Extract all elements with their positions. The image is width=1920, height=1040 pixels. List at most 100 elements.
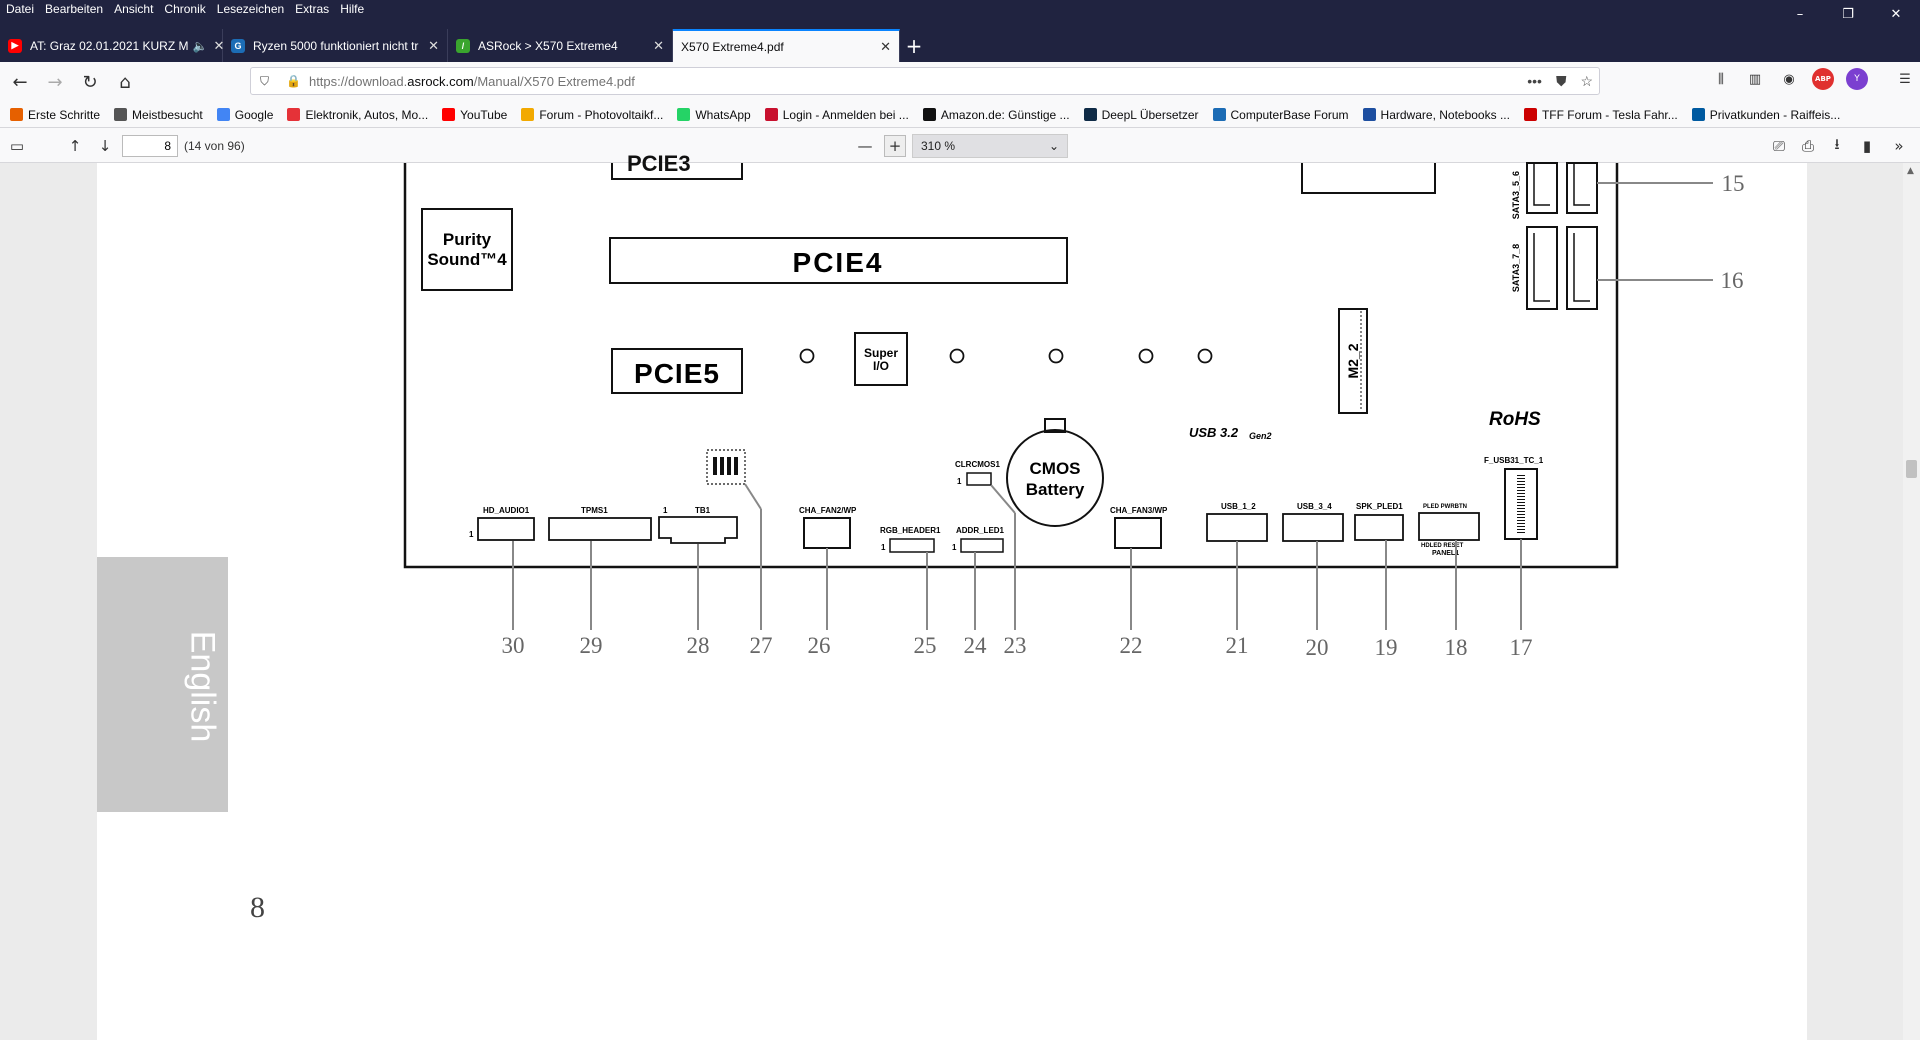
rohs-logo: RoHS [1489, 409, 1541, 430]
bookmark-item[interactable]: TFF Forum - Tesla Fahr... [1523, 107, 1678, 122]
url-prefix: https://download. [308, 73, 408, 89]
tab-pdf-active[interactable]: X570 Extreme4.pdf ✕ [673, 29, 900, 62]
zoom-select[interactable]: 310 %⌄ [912, 134, 1068, 158]
menu-item-lesezeichen[interactable]: Lesezeichen [216, 2, 285, 16]
tb-label: TB1 [695, 506, 711, 515]
tb-header [658, 516, 738, 544]
forward-arrow-icon[interactable]: → [47, 71, 63, 93]
print-icon[interactable]: ⎙ [1801, 137, 1814, 155]
menu-item-bearbeiten[interactable]: Bearbeiten [45, 2, 104, 16]
addr-pin1: 1 [952, 543, 957, 552]
menu-item-ansicht[interactable]: Ansicht [114, 2, 154, 16]
bookmark-icon[interactable]: ▮ [1862, 137, 1872, 155]
zoom-in-icon[interactable]: + [884, 135, 906, 157]
bookmark-item[interactable]: Elektronik, Autos, Mo... [287, 108, 428, 122]
url-bar[interactable]: ⛉ 🔒 https://download.asrock.com/Manual/X… [250, 67, 1600, 95]
menu-item-hilfe[interactable]: Hilfe [340, 2, 365, 16]
save-icon[interactable]: ⭳ [1834, 134, 1840, 153]
menu-item-chronik[interactable]: Chronik [164, 2, 206, 16]
menu-item-datei[interactable]: Datei [6, 2, 35, 16]
bookmark-item[interactable]: YouTube [442, 108, 507, 122]
tab-youtube[interactable]: ▶ AT: Graz 02.01.2021 KURZ M 🔈 ✕ [0, 29, 225, 62]
tab-title: ASRock > X570 Extreme4 [478, 38, 618, 53]
bookmark-item[interactable]: DeepL Übersetzer [1083, 107, 1199, 122]
pcie4-label: PCIE4 [793, 247, 884, 278]
tab-asrock[interactable]: / ASRock > X570 Extreme4 ✕ [448, 29, 673, 62]
more-actions-icon[interactable]: ••• [1527, 72, 1542, 89]
bookmark-item[interactable]: Meistbesucht [114, 108, 203, 122]
reload-icon[interactable]: ↻ [82, 71, 98, 93]
tab-computerbase[interactable]: G Ryzen 5000 funktioniert nicht tr ✕ [223, 29, 448, 62]
spk-label: SPK_PLED1 [1356, 502, 1403, 511]
bookmark-item[interactable]: Login - Anmelden bei ... [764, 107, 909, 122]
bookmark-item[interactable]: WhatsApp [677, 108, 751, 122]
hd-audio-header [477, 517, 535, 541]
minimize-button[interactable]: – [1796, 6, 1804, 22]
close-icon[interactable]: ✕ [428, 37, 439, 53]
hamburger-menu-icon[interactable]: ☰ [1899, 71, 1911, 87]
page-number-input[interactable]: 8 [122, 135, 178, 157]
bookmark-item[interactable]: Erste Schritte [10, 108, 100, 122]
bookmark-label: TFF Forum - Tesla Fahr... [1541, 107, 1678, 122]
hd-audio-pin1: 1 [469, 530, 474, 539]
bookmark-favicon-icon [1691, 108, 1705, 121]
restore-button[interactable]: ❐ [1842, 6, 1854, 22]
speaker-icon[interactable]: 🔈 [192, 38, 208, 53]
usb32-gen2: Gen2 [1249, 431, 1272, 441]
new-tab-button[interactable]: + [905, 33, 923, 58]
panel-label: PANEL1 [1432, 550, 1459, 557]
callout-22: 22 [1120, 633, 1143, 658]
bookmark-item[interactable]: Amazon.de: Günstige ... [922, 108, 1070, 122]
mount-hole [799, 348, 815, 364]
sidebar-toggle-icon[interactable]: ▭ [9, 137, 25, 155]
presentation-icon[interactable]: ⎚ [1772, 137, 1785, 155]
fusb-header [1504, 468, 1538, 540]
window-controls: – ❐ ✕ [1776, 0, 1920, 28]
bookmark-label: Login - Anmelden bei ... [782, 107, 909, 122]
pocket-icon[interactable]: ⛊ [1555, 72, 1567, 89]
bookmark-item[interactable]: ComputerBase Forum [1212, 108, 1349, 122]
bookmark-item[interactable]: Privatkunden - Raiffeis... [1691, 108, 1840, 122]
next-page-icon[interactable]: ↓ [98, 137, 112, 155]
callout-30: 30 [502, 633, 525, 658]
bookmark-item[interactable]: Hardware, Notebooks ... [1362, 108, 1510, 122]
scroll-up-icon[interactable]: ▲ [1907, 166, 1914, 176]
scrollbar[interactable]: ▲ [1903, 163, 1920, 1040]
shield-icon[interactable]: ⛉ [260, 73, 270, 88]
zoom-out-icon[interactable]: — [857, 137, 873, 155]
callout-23: 23 [1004, 633, 1027, 658]
m2-slot [1338, 308, 1368, 414]
adblock-icon[interactable]: ABP [1812, 68, 1834, 90]
library-icon[interactable]: ⫼ [1718, 71, 1724, 87]
chevron-down-icon: ⌄ [1048, 139, 1059, 153]
close-icon[interactable]: ✕ [213, 37, 225, 53]
lock-icon[interactable]: 🔒 [286, 74, 301, 88]
scrollbar-thumb[interactable] [1906, 460, 1917, 478]
close-icon[interactable]: ✕ [653, 37, 664, 53]
previous-page-icon[interactable]: ↑ [68, 137, 82, 155]
pcie5-label: PCIE5 [634, 358, 720, 389]
language-label: English [183, 630, 222, 743]
bookmark-label: Meistbesucht [132, 107, 203, 122]
account-icon[interactable]: ◉ [1783, 71, 1795, 87]
usb32-logo: USB 3.2 [1189, 425, 1239, 440]
extension-icon[interactable]: Y [1846, 68, 1868, 90]
callout-20: 20 [1306, 635, 1329, 660]
bookmark-label: DeepL Übersetzer [1101, 107, 1199, 122]
url-path: /Manual/X570 Extreme4.pdf [473, 73, 635, 89]
bookmark-star-icon[interactable]: ☆ [1580, 72, 1593, 89]
home-icon[interactable]: ⌂ [119, 71, 131, 93]
tools-chevron-icon[interactable]: » [1894, 137, 1904, 155]
back-arrow-icon[interactable]: ← [12, 71, 28, 93]
pcie3-partial [611, 163, 743, 180]
bookmark-item[interactable]: Google [216, 108, 273, 122]
menu-item-extras[interactable]: Extras [295, 2, 330, 16]
bookmark-item[interactable]: Forum - Photovoltaikf... [521, 108, 663, 122]
pdf-viewer: PCIE3 Purity Sound™4 PCIE4 PCIE5 Super I… [0, 151, 1920, 1040]
computerbase-icon: G [231, 38, 245, 53]
navigation-toolbar: ← → ↻ ⌂ ⛉ 🔒 https://download.asrock.com/… [0, 62, 1920, 102]
page-number: 8 [250, 891, 265, 924]
close-icon[interactable]: ✕ [880, 38, 891, 54]
close-window-button[interactable]: ✕ [1890, 6, 1902, 22]
sidebar-icon[interactable]: ▥ [1748, 71, 1762, 87]
